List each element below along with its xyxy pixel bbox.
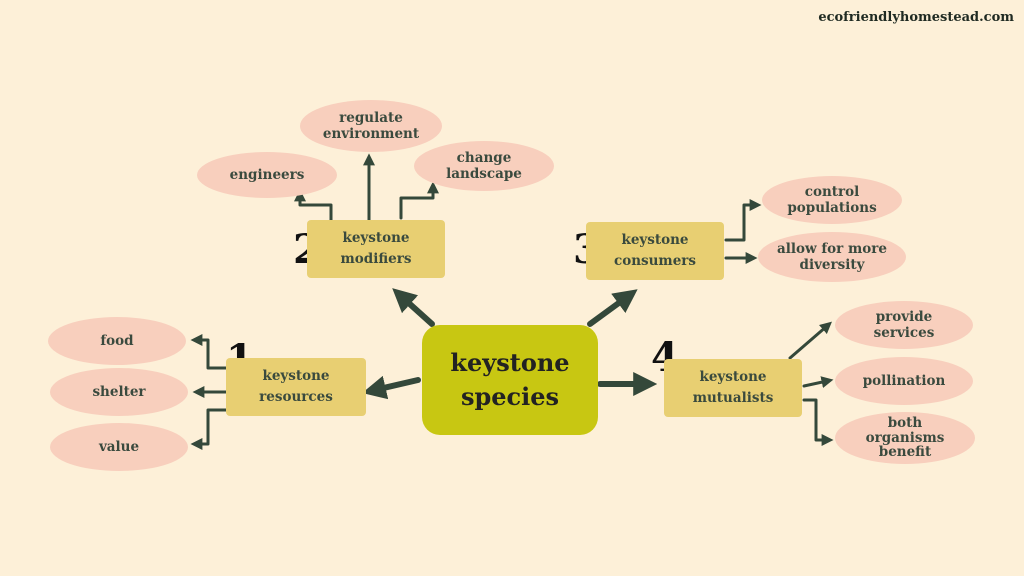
leaf-pollination: pollination bbox=[835, 357, 973, 405]
arrow-mutualists-services bbox=[788, 321, 832, 360]
arrow-mutualists-benefit bbox=[802, 398, 834, 446]
category-box-consumers: keystone consumers bbox=[586, 222, 724, 280]
category-box-resources: keystone resources bbox=[226, 358, 366, 416]
center-node-keystone-species: keystone species bbox=[422, 325, 598, 435]
arrow-resources-food bbox=[190, 334, 228, 370]
arrow-modifiers-landscape bbox=[399, 181, 439, 220]
leaf-engineers: engineers bbox=[197, 152, 337, 198]
arrow-center-to-resources bbox=[362, 375, 421, 400]
leaf-regulate-environment: regulate environment bbox=[300, 100, 442, 152]
leaf-shelter: shelter bbox=[50, 368, 188, 416]
leaf-value: value bbox=[50, 423, 188, 471]
arrow-resources-value bbox=[190, 408, 228, 450]
site-watermark: ecofriendlyhomestead.com bbox=[818, 10, 1014, 25]
leaf-provide-services: provide services bbox=[835, 301, 973, 349]
arrow-consumers-control bbox=[724, 199, 762, 242]
leaf-allow-more-diversity: allow for more diversity bbox=[758, 232, 906, 282]
leaf-control-populations: control populations bbox=[762, 176, 902, 224]
arrow-mutualists-pollination bbox=[802, 376, 834, 389]
arrow-center-to-consumers bbox=[587, 289, 638, 327]
category-box-modifiers: keystone modifiers bbox=[307, 220, 445, 278]
arrow-center-to-modifiers bbox=[392, 288, 435, 327]
leaf-food: food bbox=[48, 317, 186, 365]
leaf-both-organisms-benefit: both organisms benefit bbox=[835, 412, 975, 464]
arrow-modifiers-engineers bbox=[294, 189, 333, 222]
category-box-mutualists: keystone mutualists bbox=[664, 359, 802, 417]
leaf-change-landscape: change landscape bbox=[414, 141, 554, 191]
